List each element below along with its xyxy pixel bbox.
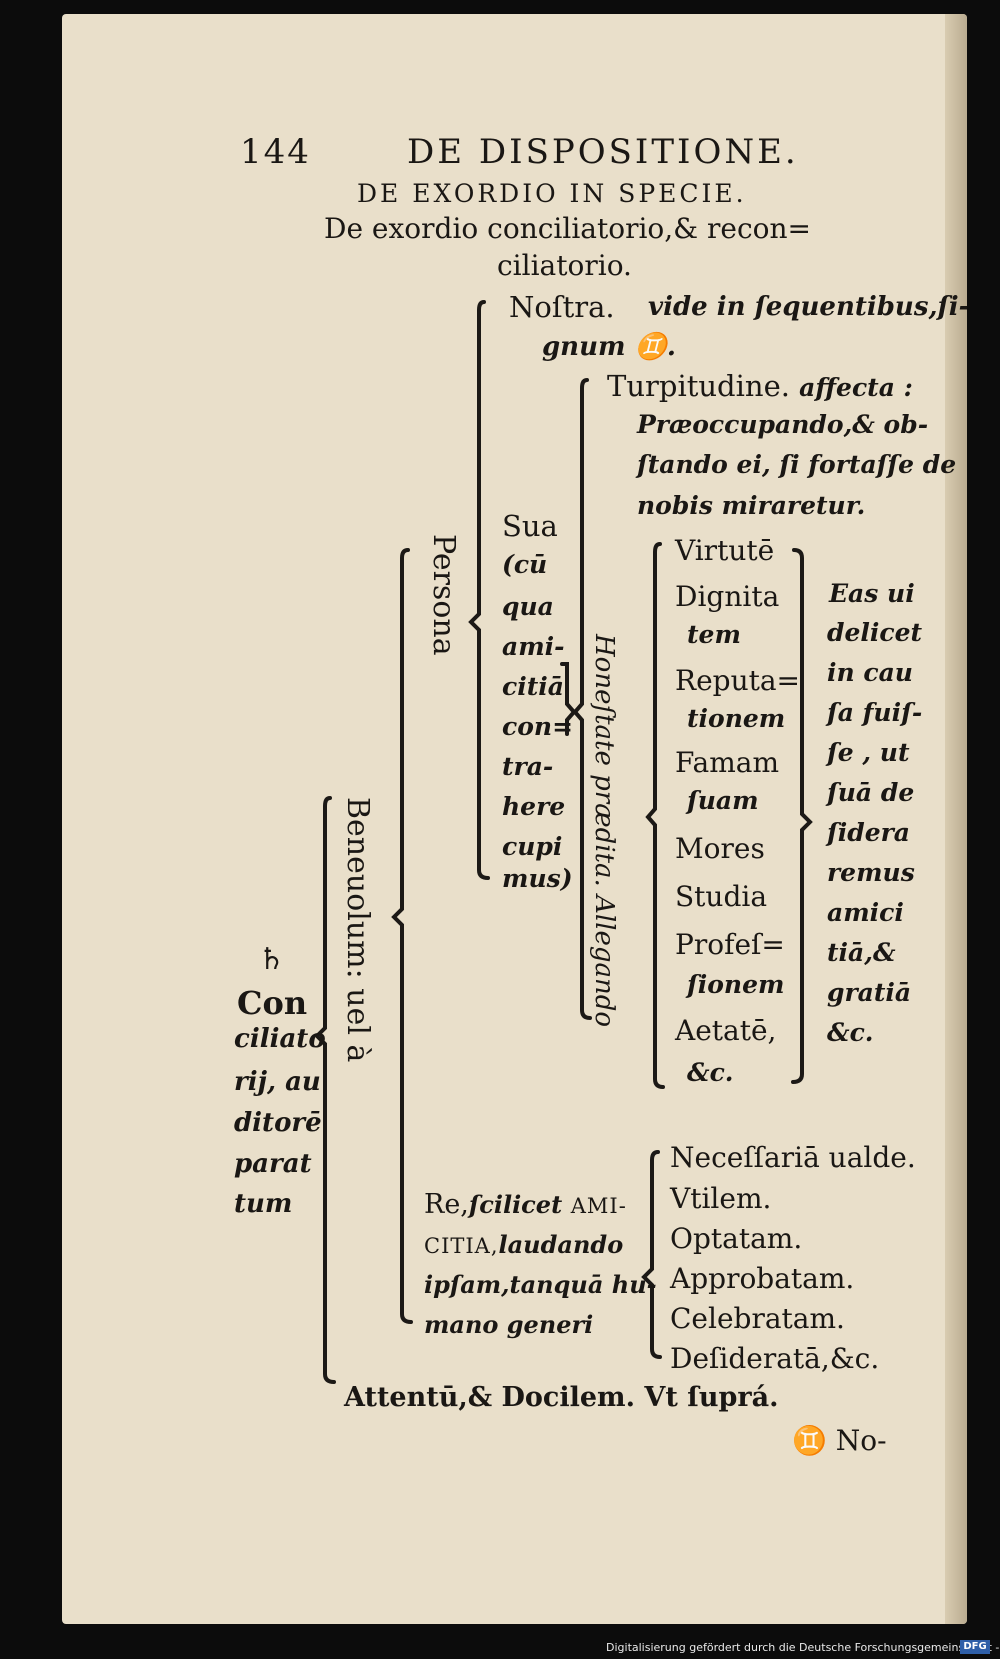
quality-6: Famam [675,746,780,779]
sua-line-5: citiā [502,672,564,701]
re-laudando: laudando [498,1230,624,1259]
eas-line-2: delicet [827,618,923,647]
nostra-note-2: gnum ♊. [542,332,676,362]
qualities-bracket [645,542,665,1089]
dfg-logo: DFG [960,1640,990,1654]
re-citia: CITIA, [424,1234,499,1258]
eas-line-3: in cau [827,658,913,687]
sua-line-4: ami- [502,632,565,661]
re-scilicet: ſcilicet [468,1190,563,1219]
sua-line-7: tra- [502,752,554,781]
nostra-label: Noſtra. [509,290,615,324]
re-ami: AMI- [570,1194,627,1218]
turpitudine-line-2: Præoccupando,& ob- [637,410,929,439]
sua-line-8: here [502,792,566,821]
eas-line-5: ſe , ut [827,738,910,767]
sua-bracket [560,662,577,736]
re-item-3: Optatam. [670,1222,803,1255]
sua-line-3: qua [502,592,554,621]
re-line-3: ipſam,tanquā hu- [424,1270,657,1299]
re-line-2: CITIA,laudando [424,1230,623,1259]
root-line-1: Con [237,984,308,1022]
quality-8: Mores [675,832,765,865]
re-item-6: Deſideratā,&c. [670,1342,880,1375]
honestate-text: Honeſtate prædita. Allegando [589,634,619,1028]
persona-label: Persona [426,534,461,656]
re-item-4: Approbatam. [670,1262,855,1295]
sua-line-10: mus) [502,864,573,893]
root-line-6: tum [234,1189,293,1219]
attentum-line: Attentū,& Docilem. Vt ſuprá. [344,1382,779,1413]
page-number: 144 [240,132,311,172]
sua-line-6: con= [502,712,574,741]
quality-3: tem [687,620,741,649]
honestate-label: Honeſtate prædita. Allegando [589,634,619,1027]
quality-10: Profeſ= [675,928,785,961]
main-bracket [314,796,336,1384]
root-line-3: rij, au [234,1067,321,1097]
eas-line-1: Eas ui [829,579,915,608]
quality-1: Virtutē [675,534,775,567]
eas-line-8: remus [827,858,915,887]
nostra-note-1: vide in ſequentibus,ſi- [648,292,967,322]
book-page: 144 DE DISPOSITIONE. DE EXORDIO IN SPECI… [62,14,967,1624]
beneuolum-bracket [391,548,413,1324]
root-line-4: ditorē [234,1108,322,1138]
sua-line-2: (cū [502,550,548,579]
root-line-5: parat [234,1149,312,1179]
honestate-bracket [572,378,592,1020]
sua-line-9: cupi [502,832,563,861]
quality-12: Aetatē, [675,1014,777,1047]
eas-line-10: tiā,& [827,938,896,967]
eas-bracket [791,548,813,1084]
subtitle-line-2: ciliatorio. [497,249,632,282]
subtitle-line-1: De exordio conciliatorio,& recon= [324,212,811,245]
re-item-2: Vtilem. [670,1182,772,1215]
quality-4: Reputa= [675,664,801,697]
eas-line-12: &c. [827,1018,874,1047]
section-title: DE EXORDIO IN SPECIE. [357,179,747,208]
page-edge [945,14,967,1624]
re-item-1: Neceſſariā ualde. [670,1141,916,1174]
quality-5: tionem [687,704,786,733]
turpitudine-word: Turpitudine. [607,369,790,403]
re-word: Re, [424,1189,469,1220]
catchword: ♊ No- [792,1424,887,1457]
bracket-lines [314,300,813,1384]
re-line-1: Re,ſcilicet AMI- [424,1189,627,1220]
turpitudine-line-3: ſtando ei, ſi fortaſſe de [637,450,957,479]
root-symbol: ♄ [258,942,285,977]
quality-9: Studia [675,880,768,913]
re-line-4: mano generi [424,1310,594,1339]
quality-7: ſuam [687,786,759,815]
digitization-credit: Digitalisierung gefördert durch die Deut… [606,1641,1000,1654]
beneuolum-label: Beneuolum: uel à [340,797,375,1063]
eas-line-9: amici [827,898,904,927]
eas-line-7: ſidera [827,818,911,847]
persona-bracket [468,300,490,880]
turpitudine-line-1: Turpitudine. affecta : [607,369,913,403]
turpitudine-affecta: affecta : [799,373,913,402]
turpitudine-line-4: nobis miraretur. [637,491,866,520]
quality-13: &c. [687,1058,734,1087]
eas-line-6: ſuā de [827,778,915,807]
running-title: DE DISPOSITIONE. [407,132,799,172]
re-item-5: Celebratam. [670,1302,845,1335]
quality-11: ſionem [687,970,785,999]
eas-line-11: gratiā [827,978,912,1007]
sua-line-1: Sua [502,509,558,543]
quality-2: Dignita [675,580,780,613]
eas-line-4: ſa fuiſ- [827,698,923,727]
re-items-bracket [641,1150,662,1359]
root-line-2: ciliato [234,1024,326,1054]
